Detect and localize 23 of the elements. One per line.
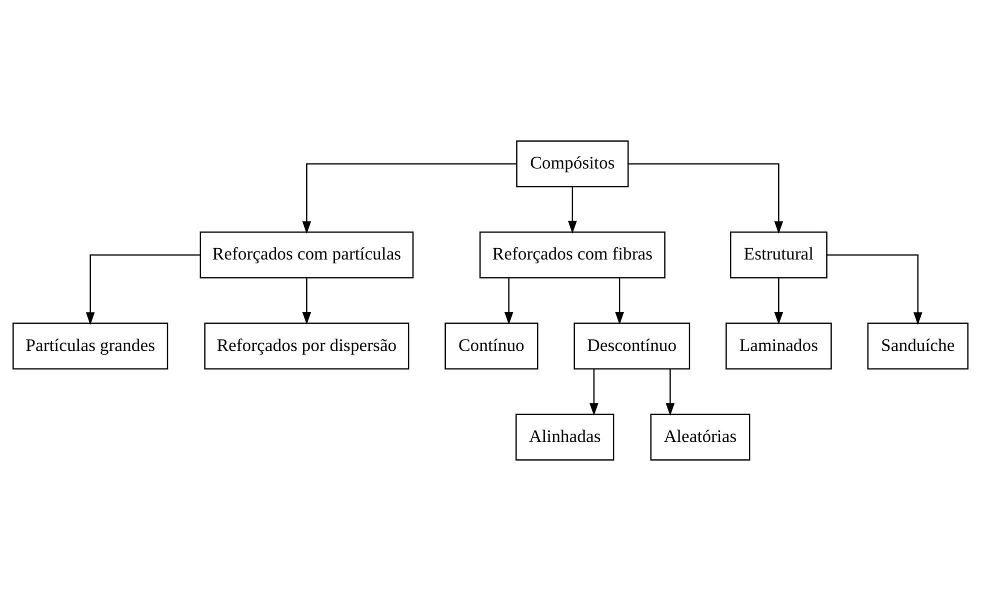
node-box: Partículas grandes [12,322,168,370]
arrow [628,163,784,234]
node-box: Alinhadas [516,414,614,461]
arrow [615,278,624,325]
node-box: Reforçados com fibras [479,232,666,278]
node-box: Reforçados com partículas [200,232,414,278]
arrow [302,163,517,234]
node-box: Descontínuo [574,322,690,370]
node-box: Laminados [726,322,832,370]
arrow [86,254,200,325]
node-box: Compósitos [516,140,629,188]
node-box: Estrutural [730,232,828,278]
arrow [826,254,922,325]
arrow [302,278,312,325]
arrow [666,369,675,416]
node-box: Contínuo [444,322,538,370]
node-box: Reforçados por dispersão [204,322,410,370]
node-box: Sanduíche [867,322,968,370]
arrow [774,278,784,325]
arrow [590,369,598,416]
arrow [568,186,577,234]
node-box: Aleatórias [650,414,750,461]
arrow [504,278,514,325]
